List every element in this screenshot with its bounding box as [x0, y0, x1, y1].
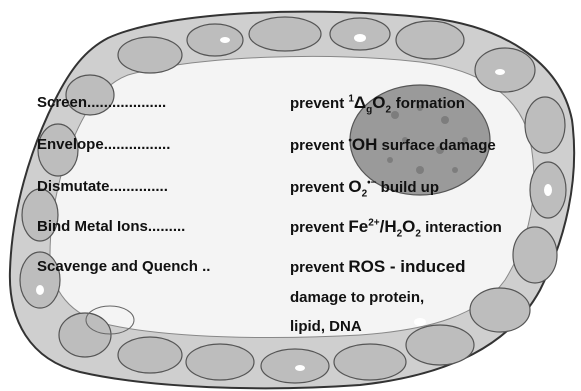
- row-scavenge-line3: lipid, DNA: [290, 318, 362, 336]
- row-envelope-target: prevent •OH surface damage: [290, 136, 496, 155]
- row-scavenge-line2: damage to protein,: [290, 289, 424, 307]
- row-envelope-label: Envelope................: [37, 136, 170, 154]
- row-dismutate-target: prevent O2•− build up: [290, 178, 439, 197]
- row-dismutate-label: Dismutate..............: [37, 178, 168, 196]
- row-bind-metal-label: Bind Metal Ions.........: [37, 218, 185, 236]
- row-screen-label: Screen...................: [37, 94, 166, 112]
- row-bind-metal-target: prevent Fe2+/H2O2 interaction: [290, 218, 502, 237]
- row-screen-target: prevent 1ΔgO2 formation: [290, 94, 465, 113]
- row-scavenge-label: Scavenge and Quench ..: [37, 258, 210, 276]
- row-scavenge-target: prevent ROS - induced: [290, 258, 465, 277]
